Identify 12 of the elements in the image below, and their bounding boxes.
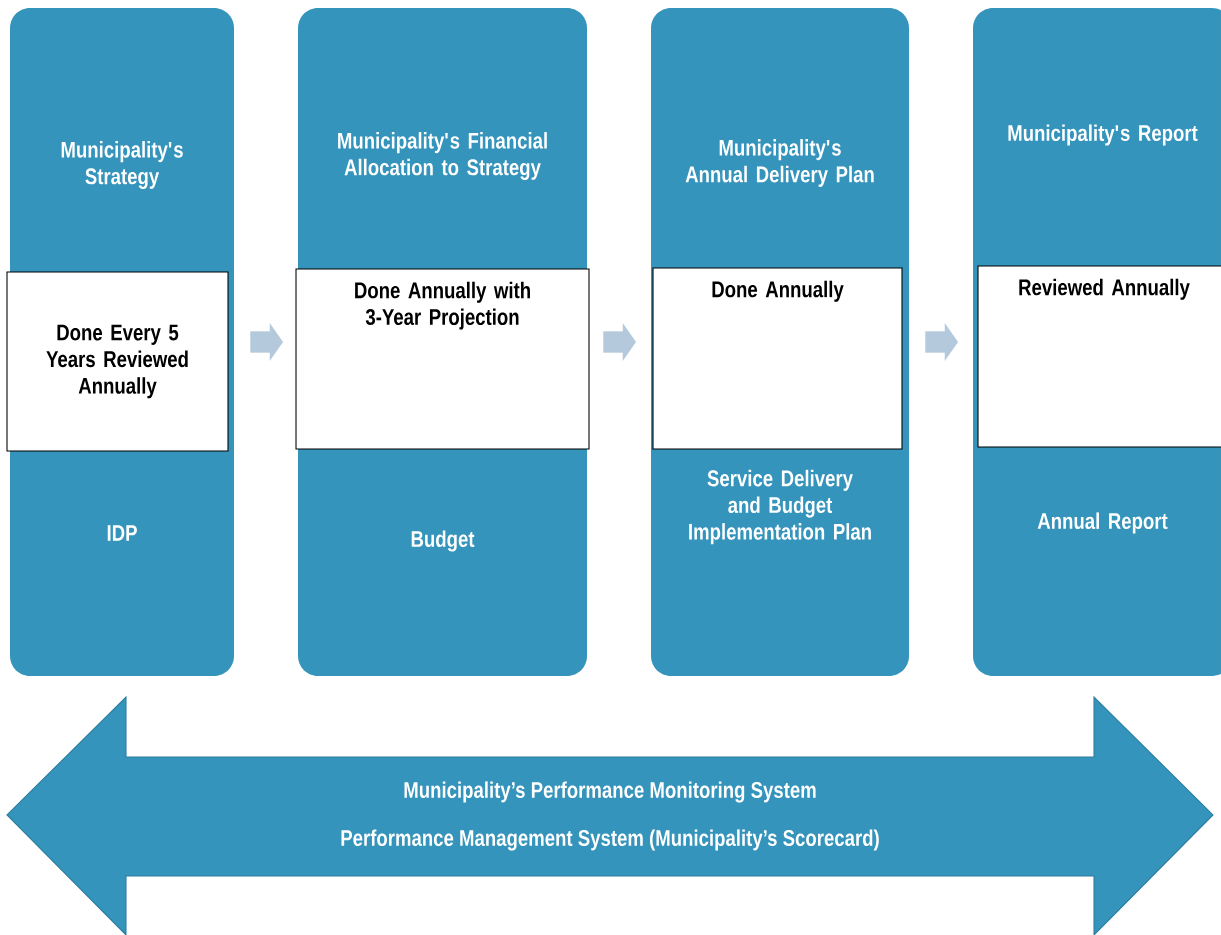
column-heading: Municipality's Report (1008, 124, 1198, 146)
column-label: IDP (107, 525, 137, 541)
frequency-box: Done Annually (652, 267, 903, 450)
column-label: Budget (411, 530, 475, 552)
column-heading: Municipality's Strategy (61, 141, 183, 189)
column-heading: Municipality's Annual Delivery Plan (685, 139, 874, 187)
frequency-box: Reviewed Annually (977, 265, 1221, 448)
frequency-box: Done Annually with 3-Year Projection (295, 268, 590, 450)
frequency-box: Done Every 5 Years Reviewed Annually (6, 271, 229, 452)
column-label: Annual Report (1037, 512, 1168, 534)
column-label: Service Delivery and Budget Implementation Plan (689, 469, 871, 545)
column-heading: Municipality's Financial Allocation to Strategy (338, 132, 547, 180)
